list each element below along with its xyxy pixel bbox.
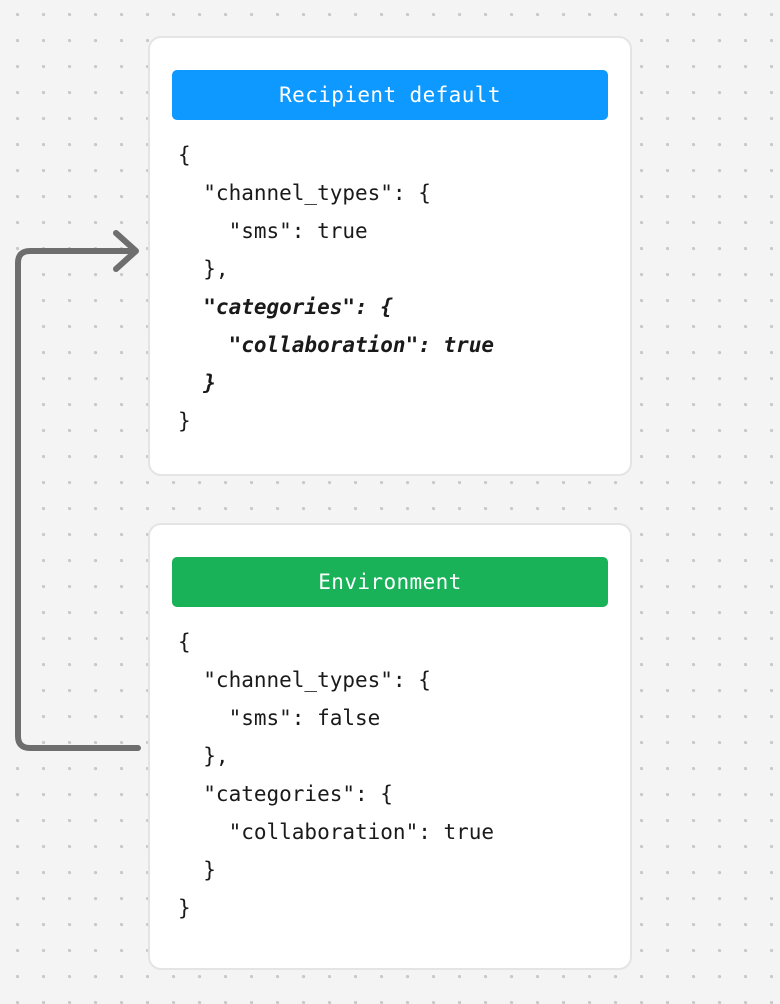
code-line: } bbox=[178, 858, 216, 882]
code-line: "categories": { bbox=[178, 295, 393, 319]
code-line: }, bbox=[178, 257, 229, 281]
flow-arrow-path bbox=[15, 248, 141, 751]
environment-header-label: Environment bbox=[318, 570, 462, 594]
environment-json: { "channel_types": { "sms": false }, "ca… bbox=[178, 623, 614, 927]
code-line: } bbox=[178, 371, 216, 395]
recipient-default-card[interactable]: Recipient default { "channel_types": { "… bbox=[148, 36, 632, 476]
flow-arrow-head-icon bbox=[113, 230, 139, 272]
code-line: "sms": true bbox=[178, 219, 368, 243]
recipient-default-header-label: Recipient default bbox=[279, 83, 501, 107]
code-line: "collaboration": true bbox=[178, 820, 495, 844]
flow-arrow bbox=[15, 230, 141, 751]
code-line: "collaboration": true bbox=[178, 333, 495, 357]
code-line: { bbox=[178, 630, 191, 654]
environment-card[interactable]: Environment { "channel_types": { "sms": … bbox=[148, 523, 632, 970]
recipient-default-header: Recipient default bbox=[172, 70, 608, 120]
code-line: "channel_types": { bbox=[178, 181, 431, 205]
environment-header: Environment bbox=[172, 557, 608, 607]
code-line: } bbox=[178, 409, 191, 433]
code-line: "channel_types": { bbox=[178, 668, 431, 692]
recipient-default-json: { "channel_types": { "sms": true }, "cat… bbox=[178, 136, 614, 440]
code-line: } bbox=[178, 896, 191, 920]
code-line: { bbox=[178, 143, 191, 167]
code-line: }, bbox=[178, 744, 229, 768]
code-line: "sms": false bbox=[178, 706, 381, 730]
code-line: "categories": { bbox=[178, 782, 393, 806]
